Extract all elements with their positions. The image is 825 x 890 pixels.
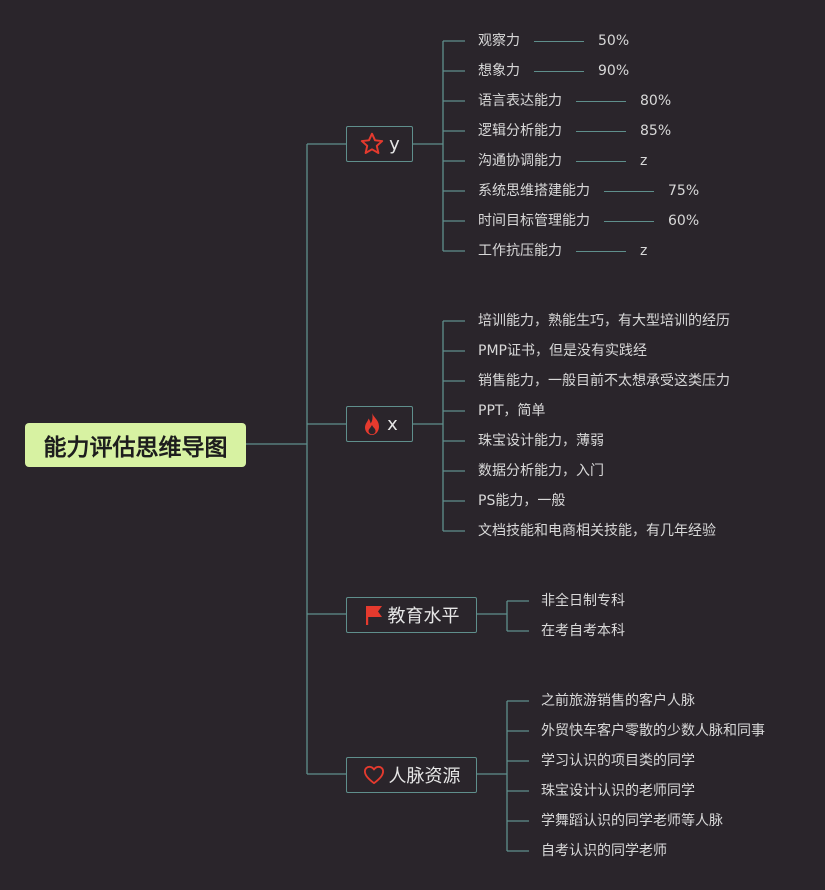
heart-icon bbox=[363, 765, 385, 785]
leaf-skill[interactable]: 逻辑分析能力 85% bbox=[478, 121, 671, 141]
branch-node-network[interactable]: 人脉资源 bbox=[346, 757, 477, 793]
flame-icon bbox=[361, 412, 383, 436]
leaf-item[interactable]: 之前旅游销售的客户人脉 bbox=[541, 693, 695, 709]
leaf-label: 系统思维搭建能力 bbox=[478, 183, 590, 199]
leaf-value: z bbox=[640, 153, 648, 169]
leaf-item[interactable]: 学舞蹈认识的同学老师等人脉 bbox=[541, 813, 723, 829]
branch-label: 教育水平 bbox=[387, 606, 460, 627]
leaf-item[interactable]: 珠宝设计认识的老师同学 bbox=[541, 783, 695, 799]
leaf-skill[interactable]: 语言表达能力 80% bbox=[478, 91, 671, 111]
branch-label: 人脉资源 bbox=[388, 766, 461, 787]
leaf-dash bbox=[604, 220, 654, 222]
leaf-skill[interactable]: 系统思维搭建能力 75% bbox=[478, 181, 699, 201]
leaf-dash bbox=[576, 100, 626, 102]
leaf-label: 逻辑分析能力 bbox=[478, 123, 562, 139]
branch-label: x bbox=[387, 413, 398, 435]
leaf-dash bbox=[576, 160, 626, 162]
leaf-value: 80% bbox=[640, 93, 672, 109]
root-label: 能力评估思维导图 bbox=[43, 435, 228, 461]
leaf-item[interactable]: 自考认识的同学老师 bbox=[541, 843, 667, 859]
leaf-skill[interactable]: 沟通协调能力 z bbox=[478, 151, 647, 171]
leaf-item[interactable]: 非全日制专科 bbox=[541, 593, 625, 609]
leaf-value: 50% bbox=[598, 33, 630, 49]
leaf-label: 时间目标管理能力 bbox=[478, 213, 590, 229]
leaf-item[interactable]: 数据分析能力，入门 bbox=[478, 463, 604, 479]
leaf-dash bbox=[576, 250, 626, 252]
leaf-item[interactable]: PPT，简单 bbox=[478, 403, 546, 419]
leaf-skill[interactable]: 工作抗压能力 z bbox=[478, 241, 647, 261]
leaf-value: z bbox=[640, 243, 648, 259]
leaf-item[interactable]: 珠宝设计能力，薄弱 bbox=[478, 433, 604, 449]
leaf-label: 工作抗压能力 bbox=[478, 243, 562, 259]
leaf-label: 语言表达能力 bbox=[478, 93, 562, 109]
leaf-dash bbox=[576, 130, 626, 132]
leaf-dash bbox=[604, 190, 654, 192]
branch-node-education[interactable]: 教育水平 bbox=[346, 597, 477, 633]
leaf-label: 沟通协调能力 bbox=[478, 153, 562, 169]
branch-node-y[interactable]: y bbox=[346, 126, 413, 162]
leaf-value: 75% bbox=[668, 183, 700, 199]
leaf-value: 90% bbox=[598, 63, 630, 79]
leaf-dash bbox=[534, 70, 584, 72]
leaf-item[interactable]: 文档技能和电商相关技能，有几年经验 bbox=[478, 523, 716, 539]
star-icon bbox=[359, 131, 385, 157]
leaf-label: 想象力 bbox=[478, 63, 520, 79]
leaf-value: 60% bbox=[668, 213, 700, 229]
leaf-item[interactable]: 学习认识的项目类的同学 bbox=[541, 753, 695, 769]
leaf-label: 观察力 bbox=[478, 33, 520, 49]
root-node[interactable]: 能力评估思维导图 bbox=[25, 423, 246, 467]
branch-node-x[interactable]: x bbox=[346, 406, 413, 442]
leaf-skill[interactable]: 时间目标管理能力 60% bbox=[478, 211, 699, 231]
leaf-value: 85% bbox=[640, 123, 672, 139]
leaf-item[interactable]: 销售能力，一般目前不太想承受这类压力 bbox=[478, 373, 730, 389]
leaf-dash bbox=[534, 40, 584, 42]
flag-icon bbox=[364, 604, 384, 626]
leaf-skill[interactable]: 观察力 50% bbox=[478, 31, 629, 51]
leaf-item[interactable]: 外贸快车客户零散的少数人脉和同事 bbox=[541, 723, 765, 739]
leaf-item[interactable]: PS能力，一般 bbox=[478, 493, 566, 509]
leaf-item[interactable]: 在考自考本科 bbox=[541, 623, 625, 639]
branch-label: y bbox=[389, 133, 400, 155]
leaf-item[interactable]: PMP证书，但是没有实践经 bbox=[478, 343, 647, 359]
leaf-skill[interactable]: 想象力 90% bbox=[478, 61, 629, 81]
leaf-item[interactable]: 培训能力，熟能生巧，有大型培训的经历 bbox=[478, 313, 730, 329]
